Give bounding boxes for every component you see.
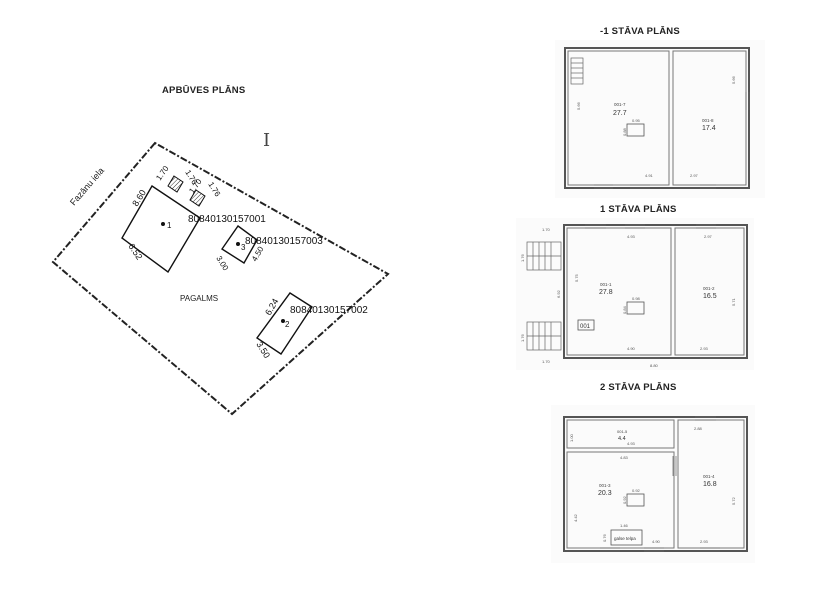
building-1-stair-b xyxy=(189,189,206,207)
building-3: 3 80840130157003 4.50 3.00 xyxy=(214,225,323,273)
floor-1-dim: 5.75 xyxy=(574,273,579,282)
building-3-outline xyxy=(221,225,258,264)
floor-2-room-small xyxy=(566,419,675,449)
floor-2-chimney xyxy=(626,493,645,507)
floor-2-dim: 0.76 xyxy=(602,533,607,542)
floor-minus1-room-2-area: 17.4 xyxy=(702,125,716,132)
building-1: 1 80840130157001 8.60 6.52 1.70 1.76 1.7… xyxy=(121,164,266,274)
floor-1-tag: 001 xyxy=(580,324,591,330)
stair-dim-d: 1.76 xyxy=(206,180,222,198)
building-2-number: 2 xyxy=(285,320,290,329)
building-2-cadastre: 80840130157002 xyxy=(290,305,368,316)
floor-2-dim: 4.83 xyxy=(620,455,629,460)
floor-1-dim: 4.90 xyxy=(627,346,636,351)
floor-minus1-windows xyxy=(594,92,750,189)
floor-2-dim: 4.42 xyxy=(573,513,578,522)
floor-1-room-1-code: 001-1 xyxy=(600,282,612,287)
building-2-dim-a: 6.24 xyxy=(263,297,280,317)
floor-minus1-room-2-code: 001-8 xyxy=(702,118,714,123)
site-plan: Fazānu iela PAGALMS 1 80840130157001 8.6… xyxy=(51,141,390,416)
floor-1-stairs-top xyxy=(526,241,562,271)
floor-2-stair-box xyxy=(610,529,643,546)
building-1-dim-b: 6.52 xyxy=(126,242,144,262)
floor-minus1-dim: 5.66 xyxy=(576,101,581,110)
floor-minus1-dim: 0.88 xyxy=(622,127,627,136)
floor-1-dim: 6.92 xyxy=(556,289,561,298)
floor-1-windows xyxy=(585,224,748,359)
floor-minus1-dim: 2.97 xyxy=(690,173,699,178)
floor-2-room-1-code: 001-3 xyxy=(599,483,611,488)
floor-2-dim: 0.92 xyxy=(632,488,641,493)
street-name: Fazānu iela xyxy=(68,166,106,208)
building-1-outline xyxy=(121,185,201,274)
building-2-dim-b: 3.50 xyxy=(254,340,272,360)
floor-2-room-2-code: 001-4 xyxy=(703,474,715,479)
floor-2-dim: 1.00 xyxy=(569,433,574,442)
floor-2-title: 2 STĀVA PLĀNS xyxy=(600,382,677,393)
floor-minus1-dim: 5.66 xyxy=(731,75,736,84)
floor-2-room-3-area: 4.4 xyxy=(618,436,626,442)
text-cursor-icon: I xyxy=(263,130,271,151)
building-1-stair-a xyxy=(167,175,184,193)
floor-minus1-plan: 001-7 27.7 001-8 17.4 5.66 4.91 2.97 5.6… xyxy=(555,40,765,198)
stair-dim-a: 1.70 xyxy=(154,164,171,182)
floor-1-sheet xyxy=(516,218,754,370)
floor-2-room-left xyxy=(566,451,675,549)
floor-2-dim: 0.92 xyxy=(622,495,627,504)
floor-2-dim: 2.93 xyxy=(700,539,709,544)
floor-1-dim: 1.76 xyxy=(520,253,525,262)
floor-1-dim: 1.76 xyxy=(520,333,525,342)
floor-minus1-room-1-area: 27.7 xyxy=(613,110,627,117)
floor-1-dim: 5.71 xyxy=(731,297,736,306)
plot-boundary xyxy=(51,141,390,416)
floor-2-dim: 2.88 xyxy=(694,426,703,431)
floor-1-dim: 1.70 xyxy=(542,359,551,364)
floor-2-dim: 4.93 xyxy=(627,441,636,446)
floor-1-dim: 2.97 xyxy=(704,234,713,239)
floor-1-dim: 0.98 xyxy=(632,296,641,301)
floor-1-plan: 001 001-1 27.8 001-2 16.5 1.70 1.76 1.70… xyxy=(516,218,754,370)
floor-minus1-title: -1 STĀVA PLĀNS xyxy=(600,26,680,37)
floor-1-dim: 0.84 xyxy=(622,305,627,314)
floor-1-dim: 2.93 xyxy=(700,346,709,351)
floor-2-room-2-area: 16.8 xyxy=(703,481,717,488)
building-1-number: 1 xyxy=(167,221,172,230)
building-3-cadastre: 80840130157003 xyxy=(245,236,323,247)
floor-2-room-3-code: 001-5 xyxy=(617,429,628,434)
building-2: 2 80840130157002 6.24 3.50 xyxy=(254,292,368,360)
floor-2-dim: 4.90 xyxy=(652,539,661,544)
building-3-number: 3 xyxy=(241,243,246,252)
floor-1-dim: 1.70 xyxy=(542,227,551,232)
building-2-outline xyxy=(256,292,313,355)
floor-1-room-2-area: 16.5 xyxy=(703,293,717,300)
floor-minus1-outer-wall xyxy=(564,47,750,189)
floor-2-windows xyxy=(600,416,720,552)
floor-1-room-1-area: 27.8 xyxy=(599,289,613,296)
floor-minus1-dim: 4.91 xyxy=(645,173,654,178)
floor-minus1-sheet xyxy=(555,40,765,198)
floor-1-stairs-bottom xyxy=(526,321,562,351)
building-1-cadastre: 80840130157001 xyxy=(188,214,266,225)
floor-minus1-room-left xyxy=(567,50,670,186)
floor-1-dim: 4.93 xyxy=(627,234,636,239)
floor-2-sheet xyxy=(551,405,755,563)
floor-2-room-1-area: 20.3 xyxy=(598,490,612,497)
floor-2-dim: 1.46 xyxy=(620,523,629,528)
floor-2-dim: 5.72 xyxy=(731,496,736,505)
floor-minus1-dim: 0.95 xyxy=(632,118,641,123)
floor-2-plan: galse telpa 001-5 4.4 001-3 20.3 001-4 1… xyxy=(551,405,755,563)
building-3-dim-b: 3.00 xyxy=(214,254,230,272)
yard-label: PAGALMS xyxy=(180,294,218,303)
floor-1-chimney xyxy=(626,301,645,315)
floor-1-tag-box xyxy=(577,319,595,331)
floor-1-title: 1 STĀVA PLĀNS xyxy=(600,204,677,215)
floor-minus1-stairs xyxy=(570,57,584,85)
site-plan-title: APBŪVES PLĀNS xyxy=(162,85,246,96)
floor-1-room-2-code: 001-2 xyxy=(703,286,715,291)
floor-minus1-chimney xyxy=(626,123,645,137)
floor-1-dim: 8.80 xyxy=(650,363,659,368)
floor-2-stair-label: galse telpa xyxy=(614,536,636,541)
floor-minus1-room-1-code: 001-7 xyxy=(614,102,626,107)
